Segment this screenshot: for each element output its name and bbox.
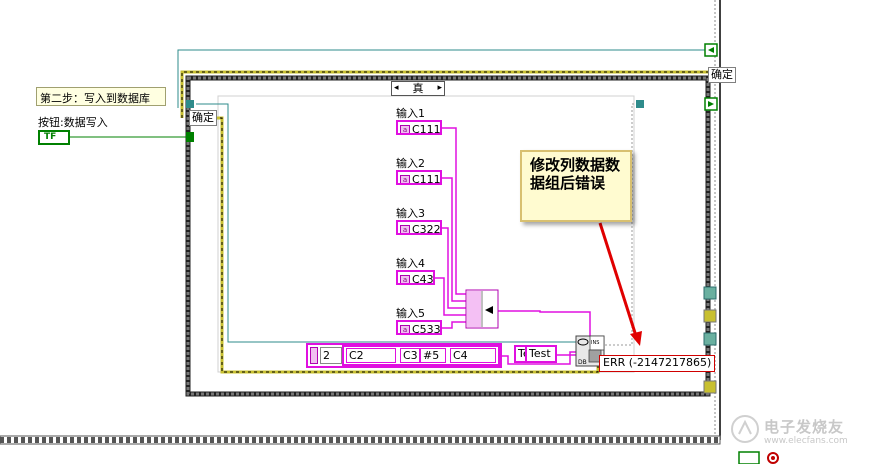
cluster-element: C2 C3 #5 C4 bbox=[342, 345, 500, 366]
watermark: 电子发烧友 www.elecfans.com bbox=[730, 414, 870, 450]
watermark-url: www.elecfans.com bbox=[764, 436, 848, 446]
step-label-note: 第二步：写入到数据库 bbox=[36, 87, 166, 106]
error-code-label: ERR (-2147217865) bbox=[599, 355, 715, 372]
confirm-label-inner[interactable]: 确定 bbox=[189, 110, 217, 126]
cluster-cell-4[interactable]: C4 bbox=[450, 348, 496, 363]
input4-label: 输入4 bbox=[396, 257, 425, 270]
case-selector[interactable]: ◂ 真 ▸ bbox=[391, 81, 445, 96]
bool-indicator-bottom bbox=[738, 451, 760, 464]
input2-label: 输入2 bbox=[396, 157, 425, 170]
case-prev-icon[interactable]: ◂ bbox=[394, 83, 399, 93]
case-next-icon[interactable]: ▸ bbox=[437, 83, 442, 93]
tunnel-ref-left bbox=[186, 100, 194, 108]
input3-value: C322 bbox=[412, 223, 441, 235]
array-index[interactable]: 2 bbox=[320, 347, 342, 364]
build-array-node bbox=[465, 289, 499, 329]
watermark-title: 电子发烧友 bbox=[764, 418, 845, 436]
input1-value: C111 bbox=[412, 123, 441, 135]
callout-arrow bbox=[598, 222, 642, 346]
cluster-cell-2[interactable]: C3 bbox=[400, 348, 420, 363]
cluster-cell-1[interactable]: C2 bbox=[346, 348, 396, 363]
string-tag-icon: a bbox=[400, 224, 410, 233]
tunnel-bool-left bbox=[186, 132, 194, 142]
ref-wire-top bbox=[177, 49, 705, 108]
step-label: 第二步：写入到数据库 bbox=[40, 92, 150, 105]
bool-control-terminal[interactable]: TF bbox=[38, 130, 70, 145]
cluster-array-constant[interactable]: 2 C2 C3 #5 C4 bbox=[306, 343, 502, 368]
input1-label: 输入1 bbox=[396, 107, 425, 120]
shift-register-2 bbox=[703, 309, 717, 323]
shift-register-3 bbox=[703, 332, 717, 346]
watermark-logo-icon bbox=[731, 415, 759, 443]
tunnel-ref-right bbox=[636, 100, 644, 108]
input4-value: C43 bbox=[412, 273, 434, 285]
cluster-cell-3[interactable]: #5 bbox=[420, 348, 446, 363]
svg-text:INS: INS bbox=[591, 340, 599, 346]
input5-label: 输入5 bbox=[396, 307, 425, 320]
string-tag-icon: a bbox=[400, 174, 410, 183]
input5-value: C533 bbox=[412, 323, 441, 335]
table-name-constant[interactable]: Test bbox=[525, 345, 557, 363]
confirm-label-outer[interactable]: 确定 bbox=[708, 67, 736, 83]
button-label: 按钮:数据写入 bbox=[38, 116, 108, 129]
string-tag-icon: a bbox=[400, 324, 410, 333]
string-tag-icon: a bbox=[400, 274, 410, 283]
error-callout: 修改列数据数据组后错误 bbox=[520, 150, 632, 222]
array-index-arrows-icon[interactable] bbox=[310, 347, 318, 364]
case-selector-value: 真 bbox=[412, 82, 424, 95]
while-loop-bottom-frame bbox=[0, 435, 721, 445]
case-structure-frame bbox=[185, 75, 711, 397]
bool-terminal-text: TF bbox=[44, 132, 57, 142]
db-insert-node: DB INS bbox=[575, 335, 605, 367]
string-wires bbox=[434, 127, 591, 365]
shift-register-4 bbox=[703, 380, 717, 394]
svg-text:DB: DB bbox=[578, 359, 587, 366]
input3-label: 输入3 bbox=[396, 207, 425, 220]
shift-register-1 bbox=[703, 286, 717, 300]
string-tag-icon: a bbox=[400, 124, 410, 133]
input2-value: C111 bbox=[412, 173, 441, 185]
